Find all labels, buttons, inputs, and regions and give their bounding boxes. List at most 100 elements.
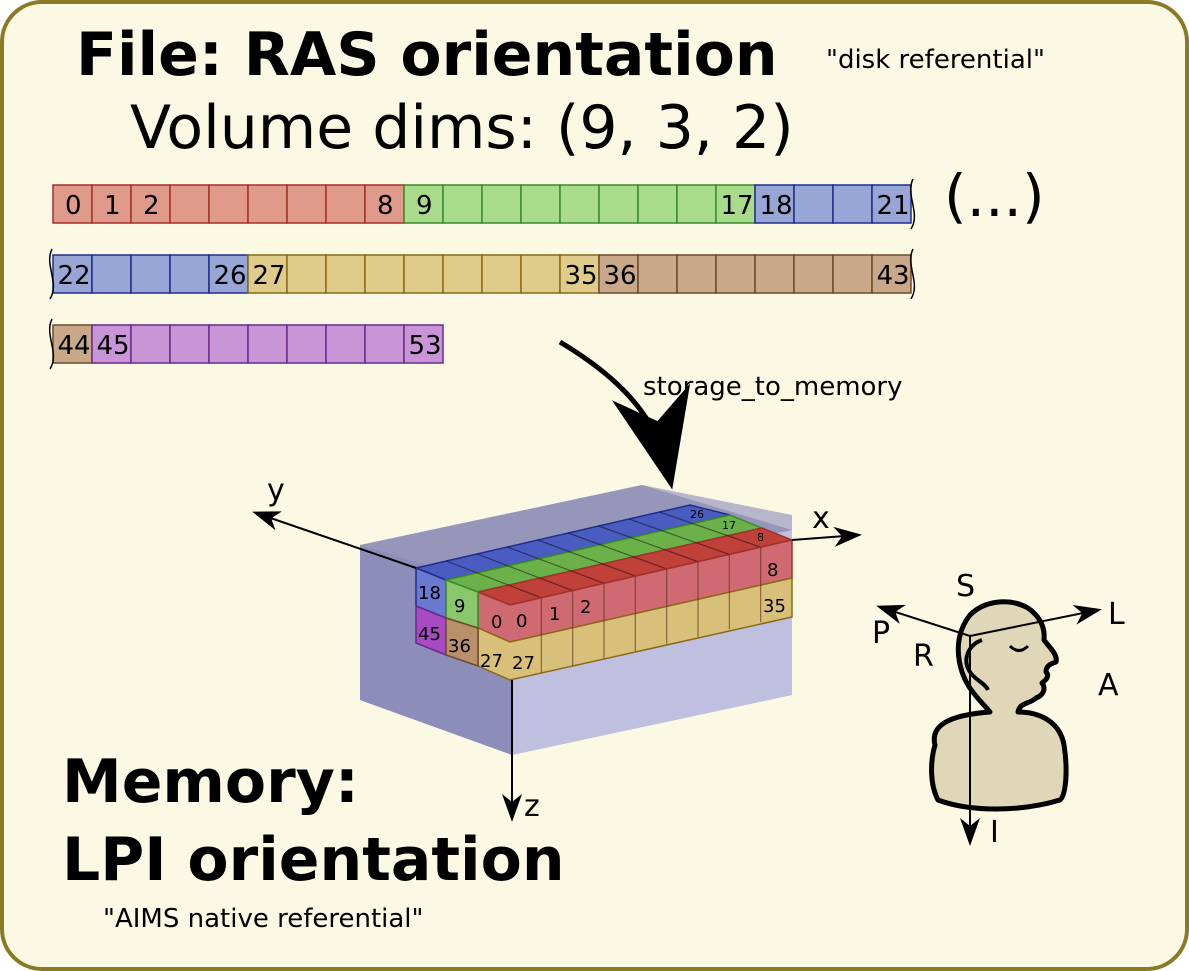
strip-cell — [481, 184, 522, 224]
strip-cell — [364, 254, 405, 294]
strip-cell — [208, 324, 249, 364]
strip-cell — [481, 254, 522, 294]
strip-cell-label: 26 — [214, 261, 247, 291]
strip-cell-label: 2 — [143, 191, 160, 221]
x-axis-arrow — [791, 526, 862, 547]
y-axis-label: y — [267, 473, 285, 508]
strip-cell — [169, 324, 210, 364]
strip-cell-label: 44 — [58, 331, 91, 361]
strip-cell — [403, 254, 444, 294]
label-A: A — [1098, 668, 1119, 703]
strip-cell-label: 27 — [253, 261, 286, 291]
strip-cell — [871, 184, 912, 224]
strip-cell — [832, 184, 873, 224]
strip-cell — [364, 184, 405, 224]
vol-label-45: 45 — [418, 624, 441, 645]
strip-cell — [754, 184, 795, 224]
strip-cell — [325, 184, 366, 224]
label-I: I — [990, 815, 999, 850]
vol-label-0-left: 0 — [491, 612, 502, 633]
strip-cell-label: 36 — [604, 261, 637, 291]
head-l-axis — [969, 604, 1102, 637]
voxel-edge — [568, 532, 667, 570]
z-axis-label: z — [524, 789, 540, 824]
strip-cell — [442, 254, 483, 294]
x-axis-label: x — [812, 501, 830, 536]
strip-cell — [832, 254, 873, 294]
vol-label-26: 26 — [690, 508, 704, 521]
voxel-edge — [476, 553, 573, 592]
voxel-edge — [446, 560, 542, 599]
strip-cell — [325, 254, 366, 294]
vol-label-27: 27 — [512, 653, 535, 674]
strip-cell — [130, 324, 171, 364]
volume-dims: Volume dims: (9, 3, 2) — [130, 93, 794, 163]
voxel-edge — [537, 539, 636, 577]
memory-volume: 26 17 8 18 9 0 45 36 27 0 1 2 27 8 35 y … — [252, 473, 862, 824]
front-grid — [540, 547, 762, 673]
vol-label-0: 0 — [516, 611, 527, 632]
vol-label-36: 36 — [448, 636, 471, 657]
strip-cell-label: 8 — [377, 191, 394, 221]
strip-cell — [52, 184, 93, 224]
voxel-edge — [628, 518, 730, 556]
file-note: "disk referential" — [826, 45, 1045, 75]
strip-cell — [637, 254, 678, 294]
label-L: L — [1108, 597, 1125, 632]
strip-cell — [871, 254, 912, 294]
strip-break-mark — [909, 178, 916, 230]
strip-cell — [169, 254, 210, 294]
strip-cell — [793, 184, 834, 224]
strip-cell — [364, 324, 405, 364]
strip-break-mark — [909, 248, 916, 300]
voxel-edge — [507, 546, 605, 584]
strip-cell — [247, 184, 288, 224]
strip-cell-label: 21 — [877, 191, 910, 221]
strip-cell-label: 0 — [65, 191, 82, 221]
memory-title-line1: Memory: — [62, 747, 359, 817]
vol-label-17: 17 — [722, 519, 736, 532]
strip-cell-label: 45 — [97, 331, 130, 361]
top-grid — [446, 511, 761, 599]
strip-break-mark — [48, 248, 55, 300]
head-figure: S I L R A P — [872, 569, 1125, 850]
vol-label-18: 18 — [418, 583, 441, 604]
head-p-axis — [876, 604, 971, 637]
strip-cell — [676, 254, 717, 294]
strip-cell — [637, 184, 678, 224]
vol-label-1: 1 — [549, 604, 560, 625]
label-S: S — [956, 569, 975, 604]
label-R: R — [913, 639, 934, 674]
strip-cell — [676, 184, 717, 224]
vol-label-8: 8 — [767, 560, 778, 581]
strip-cell — [793, 254, 834, 294]
strip-cell — [754, 254, 795, 294]
strip-cell-label: 43 — [877, 261, 910, 291]
strip-cell — [247, 324, 288, 364]
strip-cell-label: 1 — [104, 191, 121, 221]
voxel-edge — [598, 525, 699, 563]
strip-cell — [520, 254, 561, 294]
file-title: File: RAS orientation — [76, 20, 778, 90]
strip-cell — [286, 254, 327, 294]
strip-cell — [286, 184, 327, 224]
strip-cell — [52, 324, 93, 364]
strip-cell-label: 35 — [565, 261, 598, 291]
voxel-edge — [659, 511, 761, 548]
strip-cell — [715, 184, 756, 224]
strip-cell — [91, 324, 132, 364]
head-body-icon — [929, 599, 1069, 812]
brown-left-column — [445, 616, 479, 668]
strip-cell-label: 22 — [58, 261, 91, 291]
arrow-label: storage_to_memory — [643, 372, 903, 402]
strip-break-mark — [48, 318, 55, 370]
strip-cell-label: 9 — [416, 191, 433, 221]
strip-cell — [52, 254, 93, 294]
vol-label-35: 35 — [763, 596, 786, 617]
eye-icon — [1008, 644, 1030, 652]
strip-cell — [325, 324, 366, 364]
strip-cell — [598, 254, 639, 294]
strip-cell — [715, 254, 756, 294]
